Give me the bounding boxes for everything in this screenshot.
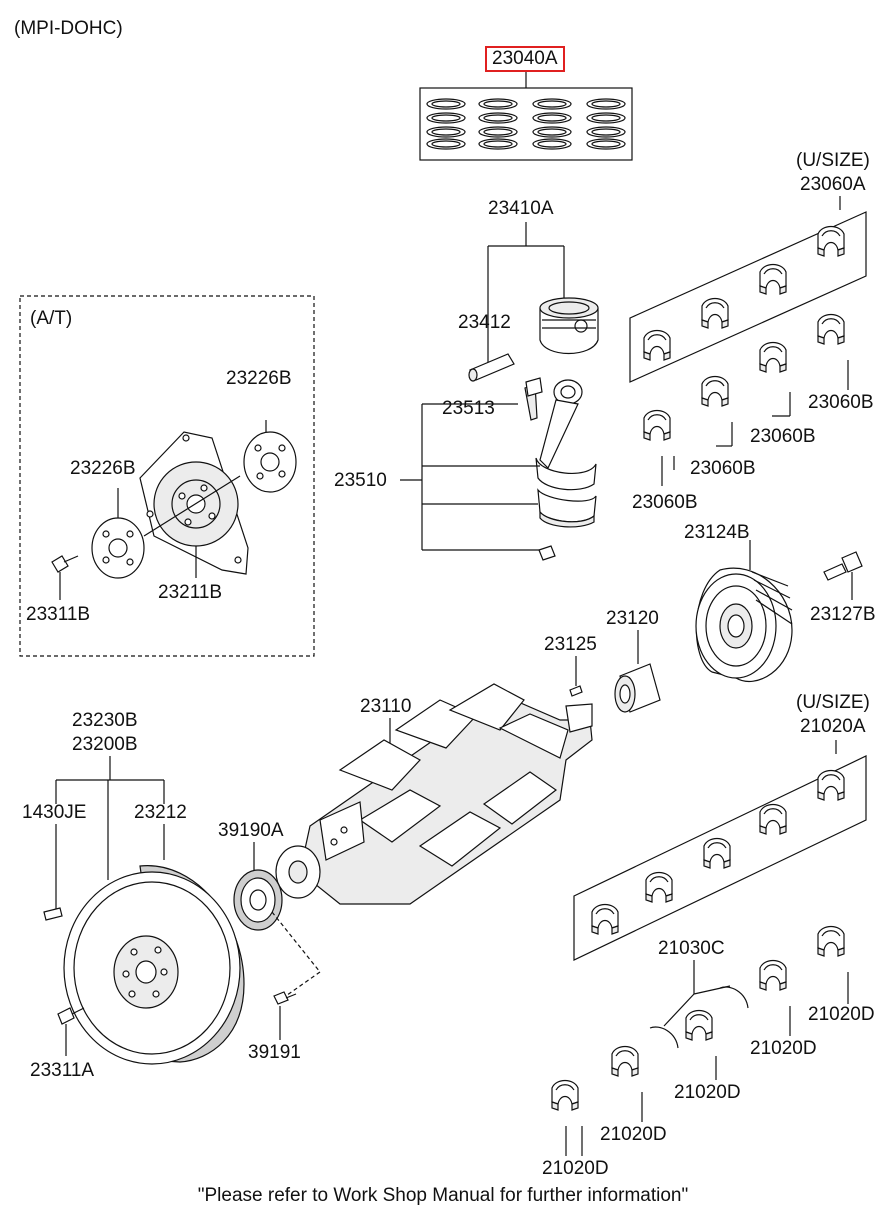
flywheel xyxy=(43,756,245,1065)
label-23311a[interactable]: 23311A xyxy=(30,1060,95,1081)
label-23230b[interactable]: 23230B xyxy=(72,710,138,731)
label-23226b-b[interactable]: 23226B xyxy=(70,458,136,479)
crankshaft xyxy=(275,683,593,905)
label-23125[interactable]: 23125 xyxy=(544,634,597,655)
upper-bearing-panel xyxy=(629,196,867,486)
label-23513[interactable]: 23513 xyxy=(442,398,495,419)
crank-sprocket xyxy=(569,630,661,713)
label-at: (A/T) xyxy=(30,308,73,329)
label-21020d-4[interactable]: 21020D xyxy=(600,1124,667,1145)
engine-label: (MPI-DOHC) xyxy=(14,18,123,39)
label-23060a[interactable]: 23060A xyxy=(800,174,866,195)
at-drive-plate-group xyxy=(19,295,315,657)
label-21030c[interactable]: 21030C xyxy=(658,938,725,959)
label-23124b[interactable]: 23124B xyxy=(684,522,750,543)
label-23200b[interactable]: 23200B xyxy=(72,734,138,755)
label-23040a-highlighted[interactable]: 23040A xyxy=(485,46,565,72)
label-23060b-1[interactable]: 23060B xyxy=(808,392,874,413)
label-23311b[interactable]: 23311B xyxy=(26,604,91,625)
main-bearing-panel xyxy=(551,740,867,1156)
label-usize-upper: (U/SIZE) xyxy=(796,150,870,171)
sensor-wheel xyxy=(233,842,321,1040)
label-23211b[interactable]: 23211B xyxy=(158,582,223,603)
label-23060b-4[interactable]: 23060B xyxy=(632,492,698,513)
piston-assembly xyxy=(468,222,599,382)
label-23412[interactable]: 23412 xyxy=(458,312,511,333)
label-23127b[interactable]: 23127B xyxy=(810,604,876,625)
label-23510[interactable]: 23510 xyxy=(334,470,387,491)
label-23110[interactable]: 23110 xyxy=(360,696,412,717)
label-23226b-a[interactable]: 23226B xyxy=(226,368,292,389)
label-21020d-1[interactable]: 21020D xyxy=(808,1004,875,1025)
label-23212[interactable]: 23212 xyxy=(134,802,187,823)
label-23410a[interactable]: 23410A xyxy=(488,198,554,219)
piston-ring-set xyxy=(419,72,633,161)
label-39190a[interactable]: 39190A xyxy=(218,820,284,841)
label-usize-lower: (U/SIZE) xyxy=(796,692,870,713)
label-23120[interactable]: 23120 xyxy=(606,608,659,629)
label-21020d-2[interactable]: 21020D xyxy=(750,1038,817,1059)
footer-note: "Please refer to Work Shop Manual for fu… xyxy=(197,1185,689,1206)
label-21020d-5[interactable]: 21020D xyxy=(542,1158,609,1179)
label-1430je[interactable]: 1430JE xyxy=(22,802,87,823)
label-23060b-2[interactable]: 23060B xyxy=(750,426,816,447)
label-21020a[interactable]: 21020A xyxy=(800,716,866,737)
connecting-rod xyxy=(400,377,597,561)
label-21020d-3[interactable]: 21020D xyxy=(674,1082,741,1103)
crank-pulley xyxy=(695,540,863,683)
label-39191[interactable]: 39191 xyxy=(248,1042,301,1063)
label-23060b-3[interactable]: 23060B xyxy=(690,458,756,479)
